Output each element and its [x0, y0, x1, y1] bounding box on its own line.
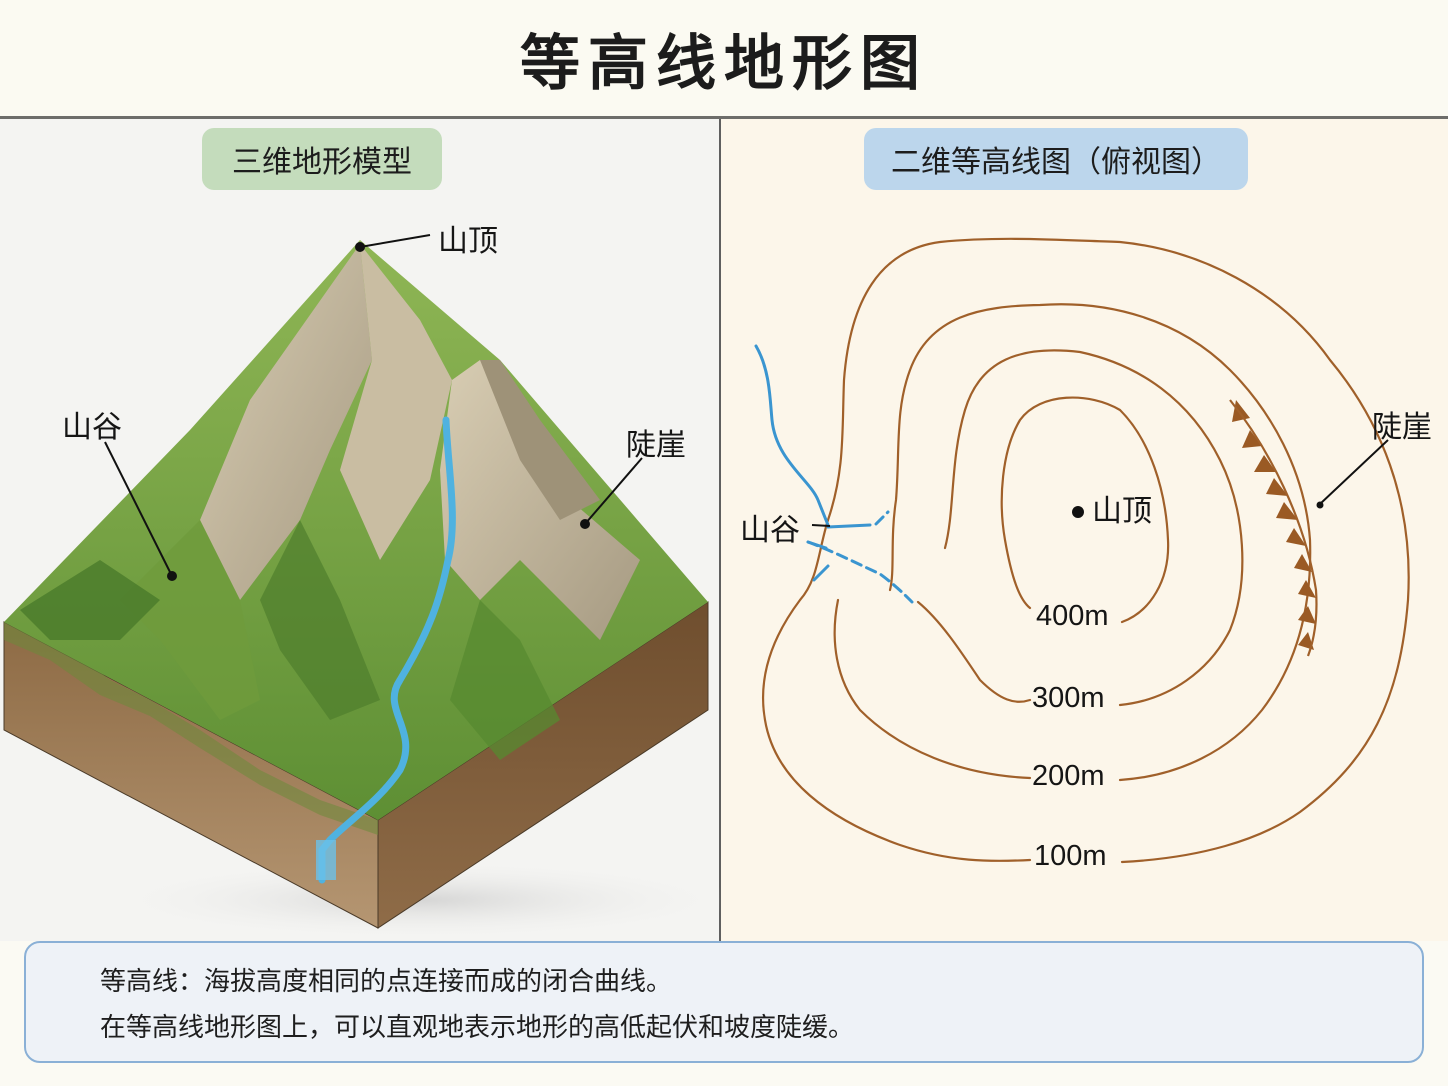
contour-200m	[833, 303, 1312, 782]
cliff-label-2d: 陡崖	[1372, 410, 1432, 445]
peak-label-3d: 山顶	[438, 224, 498, 259]
cliff-label-3d: 陡崖	[626, 428, 686, 463]
peak-label-2d: 山顶	[1092, 494, 1152, 529]
valley-label-2d: 山谷	[740, 513, 800, 548]
contour-label-400m: 400m	[1036, 600, 1109, 632]
valley-label-3d: 山谷	[62, 410, 122, 445]
contour-400m	[1000, 396, 1170, 624]
contour-label-200m: 200m	[1032, 760, 1105, 792]
contour-label-300m: 300m	[1032, 682, 1105, 714]
panel-divider	[719, 119, 721, 941]
terrain-3d-illustration	[3, 234, 720, 940]
definition-line-1: 等高线：海拔高度相同的点连接而成的闭合曲线。	[100, 967, 673, 997]
contour-map	[754, 237, 1410, 864]
terrain-3d-badge: 三维地形模型	[202, 128, 442, 190]
cliff-symbol	[1232, 400, 1316, 650]
definition-box: 等高线：海拔高度相同的点连接而成的闭合曲线。 在等高线地形图上，可以直观地表示地…	[24, 941, 1424, 1063]
river	[754, 344, 830, 527]
contour-2d-panel	[721, 119, 1448, 941]
contour-2d-badge: 二维等高线图（俯视图）	[864, 128, 1248, 190]
definition-line-2: 在等高线地形图上，可以直观地表示地形的高低起伏和坡度陡缓。	[100, 1013, 855, 1043]
page-title: 等高线地形图	[520, 29, 928, 99]
contour-300m	[916, 349, 1244, 707]
contour-label-100m: 100m	[1034, 840, 1107, 872]
header: 等高线地形图	[0, 0, 1448, 117]
header-divider	[0, 116, 1448, 119]
contour-100m	[761, 237, 1410, 864]
